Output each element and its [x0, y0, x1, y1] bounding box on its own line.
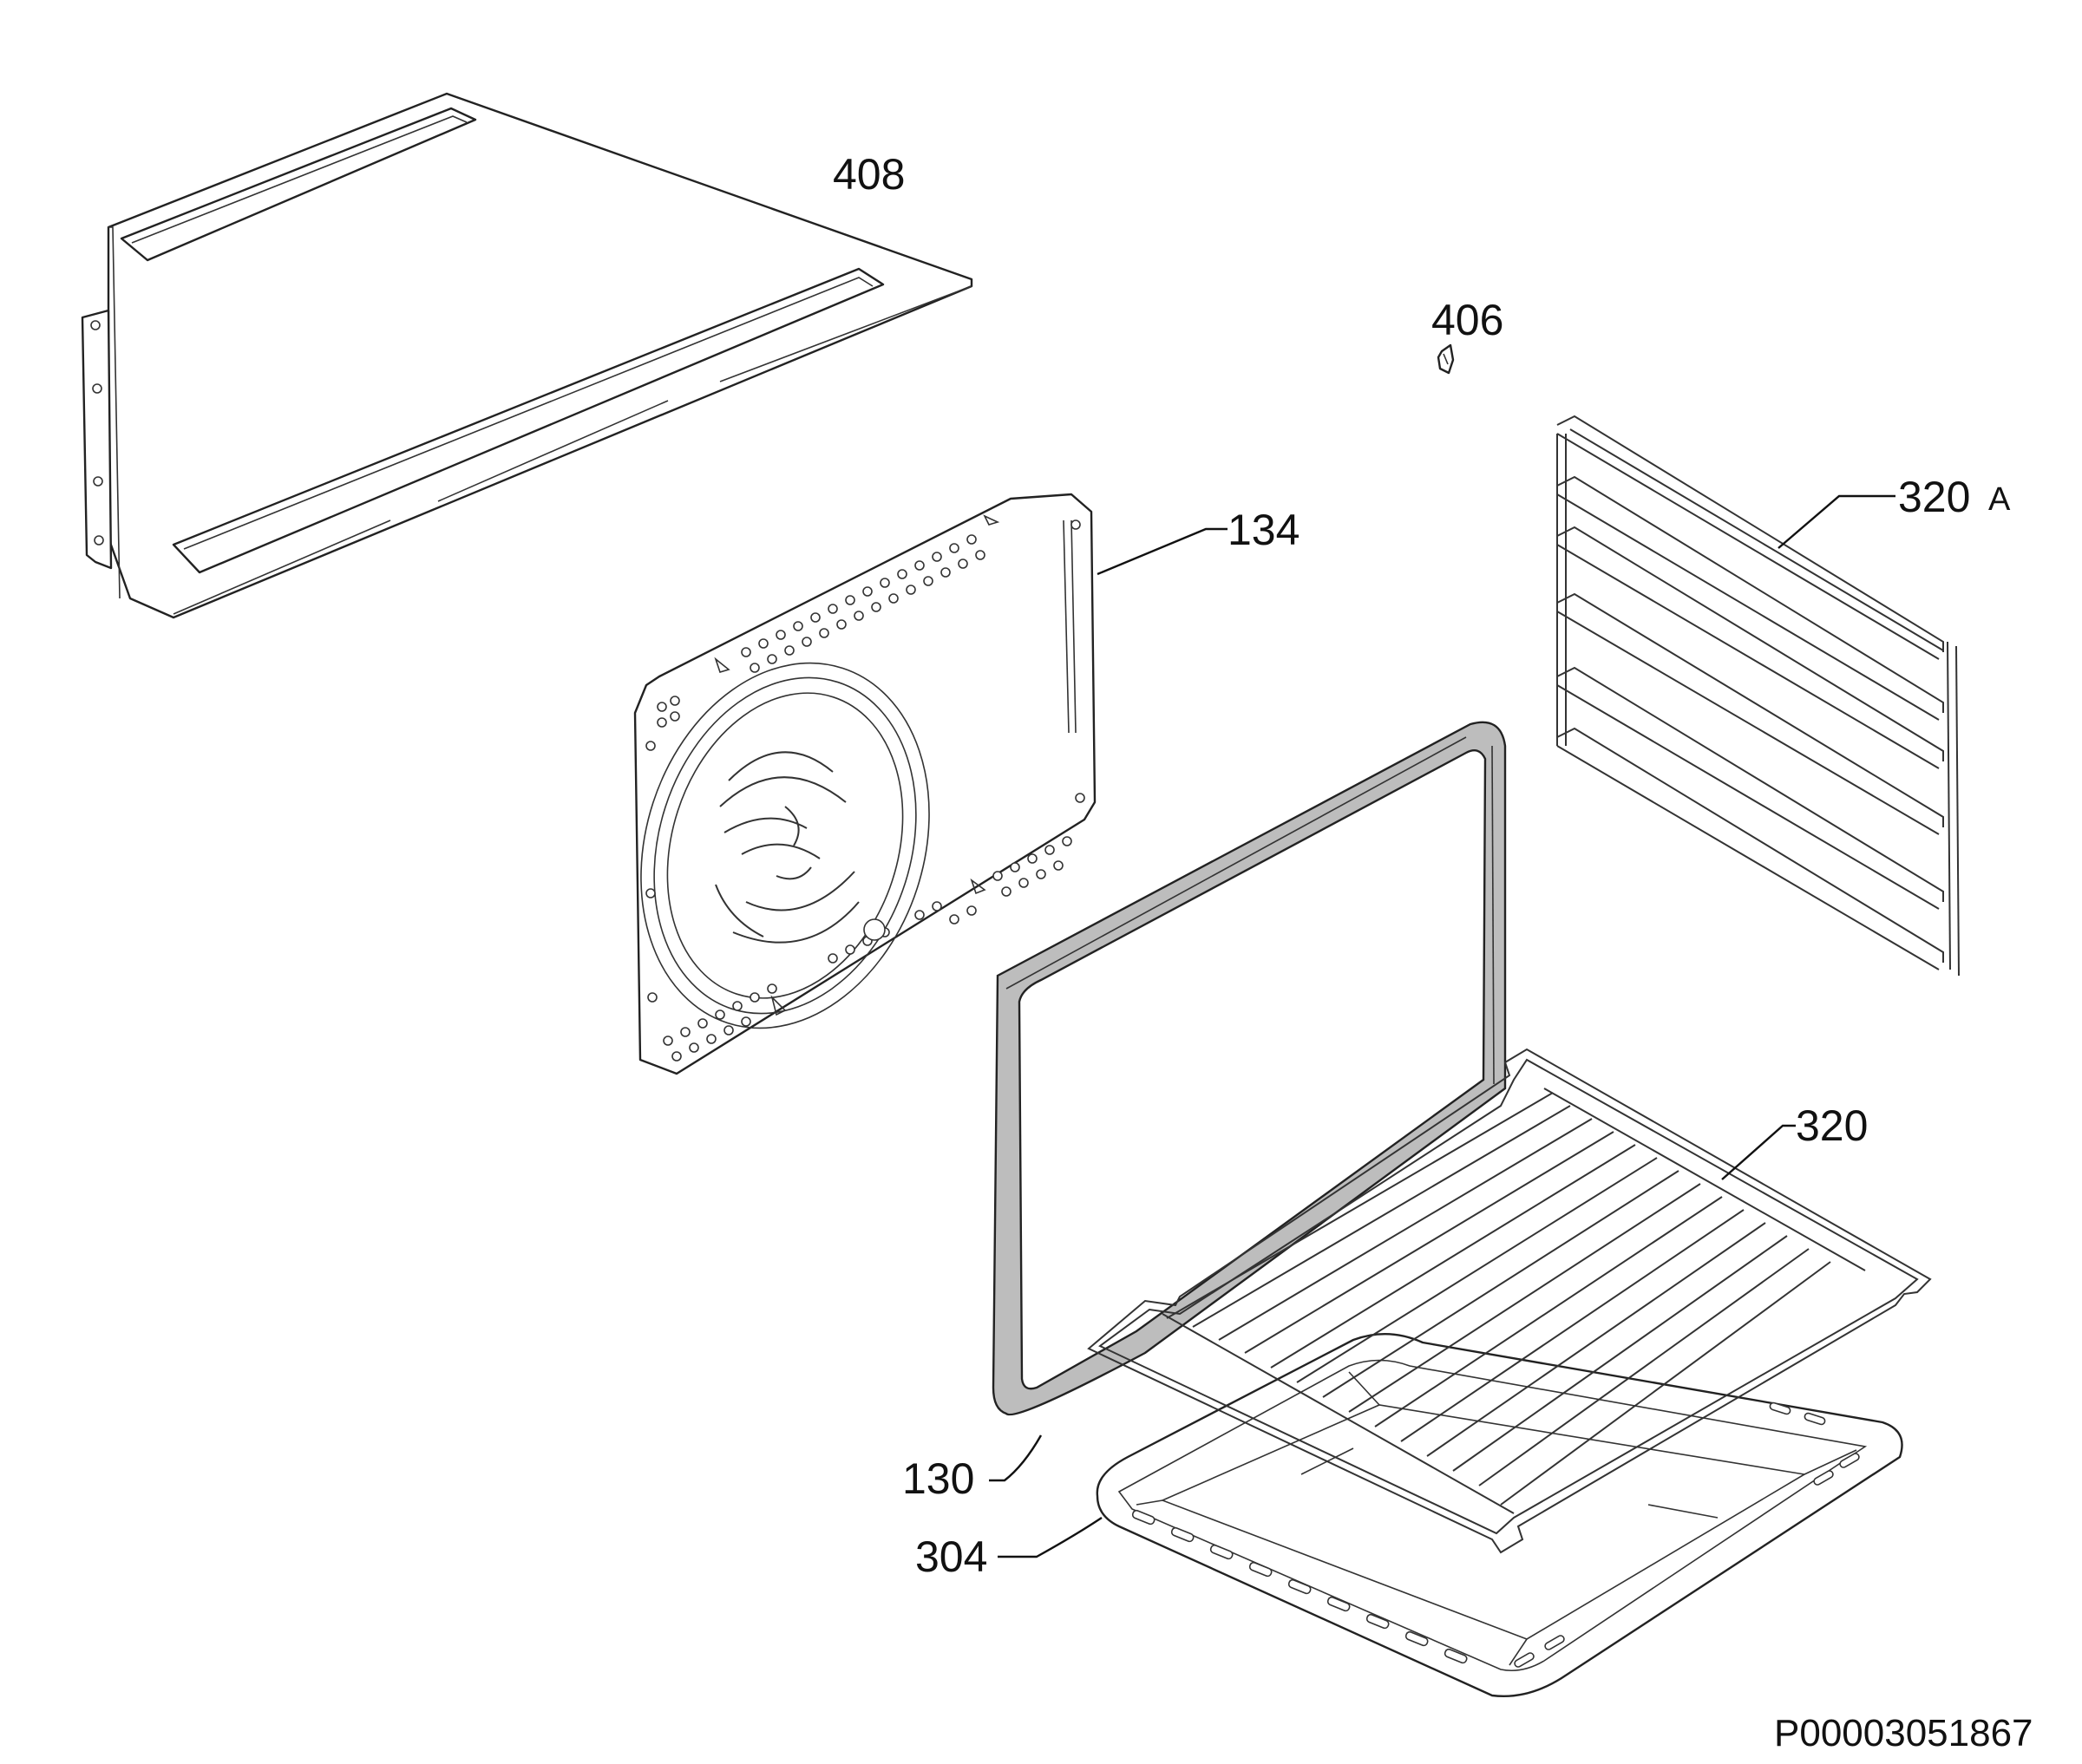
part-134-fan-cover[interactable]: [595, 493, 1097, 1075]
part-320a-side-runner[interactable]: [1556, 415, 1960, 977]
leader-304: [998, 1517, 1103, 1558]
label-304: 304: [915, 1532, 987, 1581]
part-320-wire-shelf[interactable]: [1087, 1048, 1932, 1554]
document-id: P00003051867: [1774, 1712, 2033, 1754]
leader-130: [989, 1434, 1043, 1482]
part-406-nut[interactable]: [1437, 343, 1455, 375]
label-320a: 320: [1898, 473, 1970, 521]
part-408-top-plate[interactable]: [81, 92, 973, 619]
label-130: 130: [902, 1454, 974, 1503]
part-304-baking-tray[interactable]: [1096, 1333, 1903, 1697]
label-406: 406: [1431, 296, 1503, 344]
label-134: 134: [1228, 506, 1300, 554]
perforation-top-row: [741, 534, 985, 673]
perforation-bottom-row: [663, 836, 1072, 1062]
part-130-door-seal[interactable]: [992, 721, 1507, 1416]
label-320: 320: [1796, 1101, 1868, 1150]
leader-320a: [1778, 494, 1895, 549]
leader-134: [1097, 527, 1228, 576]
leader-320: [1721, 1124, 1796, 1180]
label-320a-suffix: A: [1988, 481, 2011, 518]
label-408: 408: [833, 150, 905, 199]
